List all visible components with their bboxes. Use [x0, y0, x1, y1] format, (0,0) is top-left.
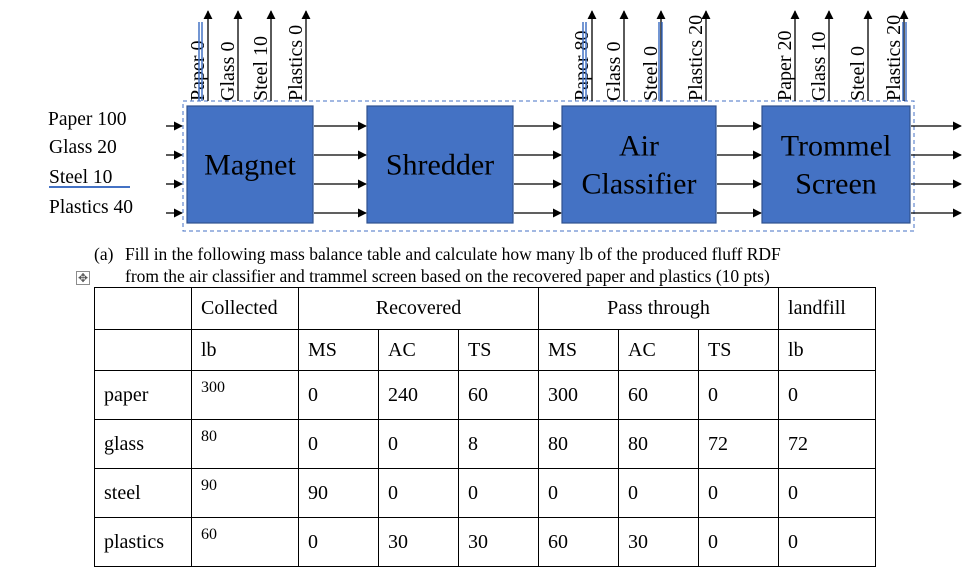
trommel-screen-label: Trommel: [781, 130, 892, 163]
question-number: (a): [94, 244, 114, 264]
value-cell[interactable]: 0: [378, 468, 459, 518]
ac-output-label: Plastics 20: [685, 15, 707, 101]
collected-cell[interactable]: 90: [191, 468, 299, 518]
air-classifier-box[interactable]: [561, 105, 717, 224]
value-cell[interactable]: 0: [698, 517, 780, 567]
shredder-label: Shredder: [386, 149, 494, 182]
collected-cell[interactable]: 60: [191, 517, 299, 567]
subheader-cell: TS: [698, 329, 780, 371]
row-label: steel: [94, 468, 192, 518]
header-recovered: Recovered: [297, 287, 540, 330]
table-row: paper 300 0 240 60 300 60 0 0: [94, 370, 877, 420]
value-cell[interactable]: 0: [298, 419, 379, 469]
air-classifier-label: Classifier: [582, 168, 697, 201]
value-cell[interactable]: 8: [457, 419, 540, 469]
table-group-header-row: Collected Recovered Pass through landfil…: [94, 287, 877, 330]
magnet-output-label: Paper 0: [187, 40, 209, 101]
value-cell[interactable]: 80: [538, 419, 620, 469]
subheader-cell: AC: [618, 329, 700, 371]
header-cell-empty: [94, 287, 192, 330]
row-label: glass: [94, 419, 192, 469]
trommel-screen-box[interactable]: [761, 105, 911, 224]
value-cell[interactable]: 0: [778, 370, 877, 420]
table-row: plastics 60 0 30 30 60 30 0 0: [94, 517, 877, 567]
subheader-cell: AC: [378, 329, 459, 371]
air-classifier-label: Air: [619, 130, 659, 163]
subheader-cell: TS: [457, 329, 540, 371]
shredder-box[interactable]: [366, 105, 514, 224]
subheader-cell: MS: [538, 329, 620, 371]
value-cell[interactable]: 240: [378, 370, 459, 420]
header-collected: Collected: [191, 287, 299, 330]
input-label: Glass 20: [49, 137, 117, 158]
ac-output-label: Steel 0: [640, 46, 662, 101]
value-cell[interactable]: 0: [298, 370, 379, 420]
value-cell[interactable]: 60: [457, 370, 540, 420]
value-cell[interactable]: 300: [538, 370, 620, 420]
header-landfill: landfill: [778, 287, 877, 330]
collected-cell[interactable]: 80: [191, 419, 299, 469]
value-cell[interactable]: 30: [378, 517, 459, 567]
value-cell[interactable]: 0: [778, 517, 877, 567]
trommel-output-label: Plastics 20: [883, 15, 905, 101]
value-cell[interactable]: 80: [618, 419, 700, 469]
magnet-output-label: Glass 0: [217, 42, 239, 101]
value-cell[interactable]: 30: [618, 517, 700, 567]
input-label: Plastics 40: [49, 197, 133, 218]
value-cell[interactable]: 0: [457, 468, 540, 518]
value-cell[interactable]: 0: [618, 468, 700, 518]
question-line-1: (a) Fill in the following mass balance ta…: [94, 243, 781, 265]
table-row: glass 80 0 0 8 80 80 72 72: [94, 419, 877, 469]
value-cell[interactable]: 0: [698, 468, 780, 518]
ac-output-label: Glass 0: [603, 42, 625, 101]
subheader-cell: lb: [191, 329, 299, 371]
value-cell[interactable]: 72: [698, 419, 780, 469]
mass-balance-table: Collected Recovered Pass through landfil…: [94, 287, 877, 567]
table-move-handle-icon[interactable]: ✥: [76, 271, 90, 285]
process-boundary: [182, 100, 915, 232]
table-sub-header-row: lb MS AC TS MS AC TS lb: [94, 329, 877, 371]
value-cell[interactable]: 0: [778, 468, 877, 518]
value-cell[interactable]: 0: [538, 468, 620, 518]
magnet-box[interactable]: [186, 105, 314, 224]
subheader-cell: lb: [778, 329, 877, 371]
trommel-output-label: Paper 20: [774, 30, 796, 101]
trommel-output-label: Steel 0: [847, 46, 869, 101]
row-label: plastics: [94, 517, 192, 567]
value-cell[interactable]: 60: [538, 517, 620, 567]
subheader-cell: [94, 329, 192, 371]
value-cell[interactable]: 90: [298, 468, 379, 518]
question-text-1: Fill in the following mass balance table…: [125, 244, 781, 264]
value-cell[interactable]: 72: [778, 419, 877, 469]
row-label: paper: [94, 370, 192, 420]
value-cell[interactable]: 0: [698, 370, 780, 420]
value-cell[interactable]: 60: [618, 370, 700, 420]
trommel-output-label: Glass 10: [808, 32, 830, 101]
value-cell[interactable]: 0: [298, 517, 379, 567]
question-line-2: from the air classifier and trammel scre…: [125, 266, 770, 286]
ac-output-label: Paper 80: [571, 30, 593, 101]
trommel-screen-label: Screen: [795, 168, 877, 201]
input-label: Paper 100: [48, 109, 127, 130]
magnet-output-label: Plastics 0: [285, 25, 307, 101]
table-row: steel 90 90 0 0 0 0 0 0: [94, 468, 877, 518]
input-label: Steel 10: [49, 167, 112, 188]
subheader-cell: MS: [298, 329, 379, 371]
magnet-label: Magnet: [204, 149, 296, 182]
header-pass-through: Pass through: [538, 287, 780, 330]
value-cell[interactable]: 30: [457, 517, 540, 567]
collected-cell[interactable]: 300: [191, 370, 299, 420]
value-cell[interactable]: 0: [378, 419, 459, 469]
magnet-output-label: Steel 10: [250, 36, 272, 101]
